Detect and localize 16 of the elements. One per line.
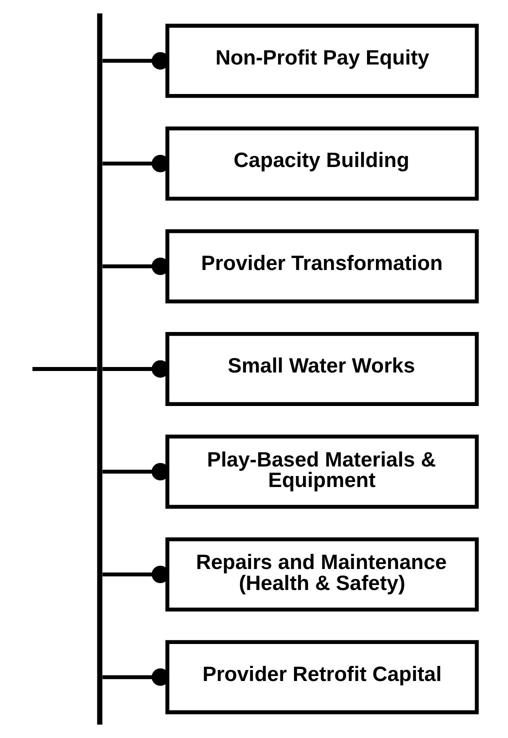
- node-bar: [97, 13, 102, 725]
- connector: [102, 258, 170, 275]
- connector: [102, 52, 170, 70]
- node-box: Provider Transformation: [165, 229, 479, 304]
- node-box: Capacity Building: [165, 126, 479, 201]
- connector: [32, 367, 97, 371]
- connector: [102, 463, 170, 480]
- connector: [102, 154, 170, 172]
- connector: [102, 566, 170, 584]
- connector: [102, 668, 170, 686]
- node-box: Play-Based Materials & Equipment: [165, 434, 479, 509]
- node-box: Provider Retrofit Capital: [165, 640, 479, 714]
- node-box: Non-Profit Pay Equity: [165, 24, 479, 98]
- connector: [102, 360, 170, 378]
- node-box: Repairs and Maintenance (Health & Safety): [165, 537, 479, 612]
- node-box: Small Water Works: [165, 332, 479, 406]
